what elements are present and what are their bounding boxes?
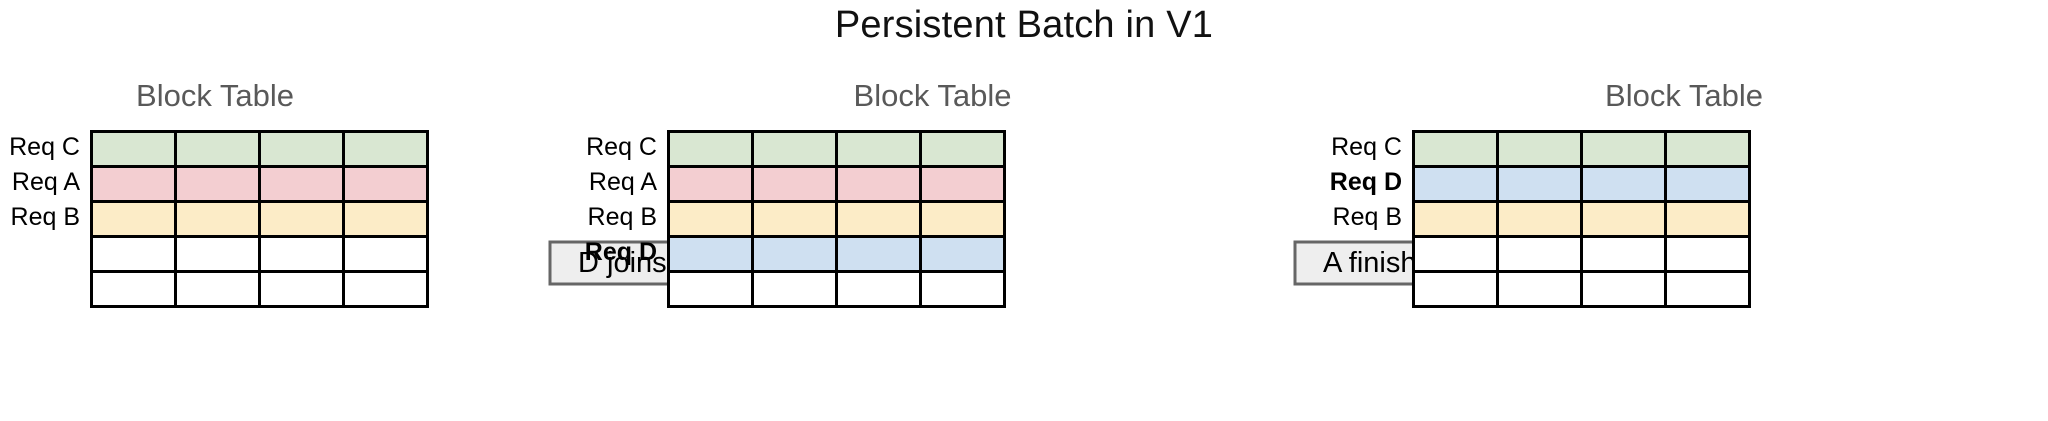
table-row [1415, 203, 1751, 238]
block-cell [261, 238, 345, 273]
block-cell [670, 168, 754, 203]
block-cell [1583, 168, 1667, 203]
block-cell [1667, 203, 1751, 238]
block-cell [1415, 273, 1499, 308]
block-table-title: Block Table [853, 78, 1012, 113]
row-label-req-a: Req A [11, 168, 80, 196]
table-row [1415, 168, 1751, 203]
table-row [1415, 273, 1751, 308]
block-table-body: Req C Req A Req B Req D [575, 130, 1290, 308]
block-cell [177, 238, 261, 273]
block-table-body: Req C Req A Req B [0, 130, 430, 308]
block-cell [1583, 203, 1667, 238]
block-cell [177, 133, 261, 168]
table-row [93, 133, 429, 168]
block-cell [754, 168, 838, 203]
block-cell [670, 273, 754, 308]
block-cell [177, 273, 261, 308]
block-cell [838, 238, 922, 273]
block-cell [345, 168, 429, 203]
block-cell [1415, 168, 1499, 203]
table-row [670, 238, 1006, 273]
block-cell [177, 168, 261, 203]
block-cell [261, 168, 345, 203]
block-cell [1667, 133, 1751, 168]
block-table-title: Block Table [136, 78, 294, 113]
row-label-req-c: Req C [1331, 133, 1402, 161]
table-row [93, 168, 429, 203]
table-row [1415, 238, 1751, 273]
row-label-req-c: Req C [9, 133, 80, 161]
block-table-grid [667, 130, 1006, 308]
block-cell [922, 203, 1006, 238]
block-cell [754, 273, 838, 308]
block-cell [93, 203, 177, 238]
block-table-body: Req C Req D Req B [1320, 130, 2048, 308]
block-cell [1667, 238, 1751, 273]
block-cell [345, 133, 429, 168]
block-cell [1583, 238, 1667, 273]
table-row [93, 238, 429, 273]
block-cell [838, 168, 922, 203]
block-cell [1499, 168, 1583, 203]
table-row [1415, 133, 1751, 168]
table-row [670, 133, 1006, 168]
row-label-column: Req C Req D Req B [1320, 130, 1412, 305]
block-cell [261, 133, 345, 168]
block-cell [93, 133, 177, 168]
block-cell [345, 238, 429, 273]
block-cell [670, 203, 754, 238]
block-cell [922, 238, 1006, 273]
block-cell [754, 238, 838, 273]
block-cell [1583, 133, 1667, 168]
block-cell [1499, 203, 1583, 238]
block-cell [1667, 168, 1751, 203]
row-label-req-a: Req A [588, 168, 657, 196]
block-cell [754, 133, 838, 168]
row-label-req-b: Req B [10, 203, 80, 231]
block-cell [1583, 273, 1667, 308]
block-cell [922, 273, 1006, 308]
block-cell [922, 168, 1006, 203]
block-cell [345, 203, 429, 238]
block-cell [838, 203, 922, 238]
page-title: Persistent Batch in V1 [834, 4, 1214, 46]
block-cell [1499, 273, 1583, 308]
block-cell [1499, 238, 1583, 273]
row-label-column: Req C Req A Req B Req D [575, 130, 667, 305]
block-cell [345, 273, 429, 308]
block-table-title: Block Table [1605, 78, 1763, 113]
row-label-req-b: Req B [1332, 203, 1402, 231]
block-cell [93, 273, 177, 308]
block-cell [1415, 133, 1499, 168]
block-cell [177, 203, 261, 238]
block-cell [670, 238, 754, 273]
block-cell [1415, 203, 1499, 238]
row-label-req-c: Req C [586, 133, 657, 161]
block-cell [670, 133, 754, 168]
block-table-grid [90, 130, 429, 308]
row-label-req-b: Req B [587, 203, 657, 231]
block-cell [93, 168, 177, 203]
row-label-req-d: Req D [1329, 168, 1402, 196]
block-cell [1499, 133, 1583, 168]
block-cell [838, 273, 922, 308]
block-cell [754, 203, 838, 238]
block-cell [1667, 273, 1751, 308]
table-row [670, 203, 1006, 238]
table-row [670, 273, 1006, 308]
block-cell [1415, 238, 1499, 273]
block-cell [922, 133, 1006, 168]
block-table-grid [1412, 130, 1751, 308]
table-row [93, 203, 429, 238]
table-row [670, 168, 1006, 203]
row-label-req-d: Req D [584, 238, 657, 266]
table-row [93, 273, 429, 308]
block-cell [261, 203, 345, 238]
row-label-column: Req C Req A Req B [0, 130, 90, 305]
block-cell [838, 133, 922, 168]
block-cell [261, 273, 345, 308]
block-cell [93, 238, 177, 273]
